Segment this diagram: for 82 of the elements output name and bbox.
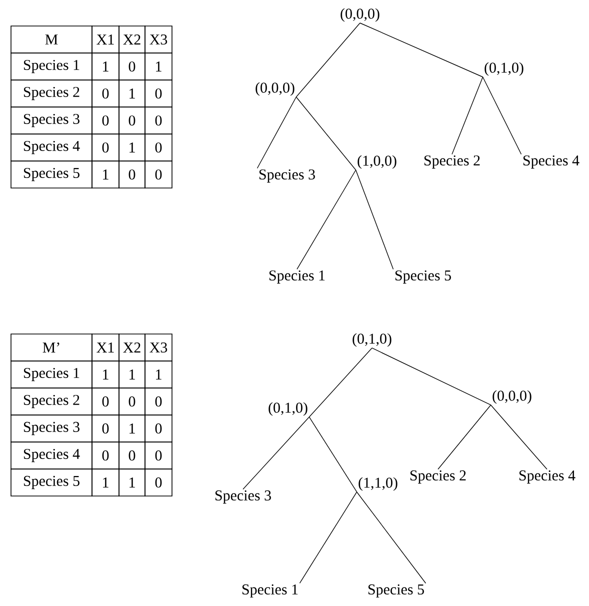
species-label: Species 4	[519, 470, 576, 484]
species-label: Species 2	[410, 470, 466, 484]
species-label: Species 5	[395, 270, 451, 284]
value-cell: 1	[118, 414, 146, 442]
value-cell: 0	[118, 52, 146, 80]
branch-line	[490, 404, 548, 470]
row-label: Species 1	[10, 52, 92, 80]
state-label: (0,1,0)	[484, 62, 524, 76]
branch-line	[372, 348, 492, 406]
species-label: Species 2	[424, 155, 480, 169]
branch-line	[438, 404, 492, 470]
branch-line	[296, 22, 360, 98]
value-cell: 0	[92, 80, 120, 108]
value-cell: 0	[144, 134, 172, 162]
value-cell: 1	[92, 52, 120, 80]
branch-line	[299, 492, 358, 584]
species-label: Species 1	[242, 584, 298, 598]
value-cell: 0	[118, 160, 146, 188]
state-label: (0,0,0)	[340, 8, 380, 22]
species-label: Species 4	[523, 155, 580, 169]
row-label: Species 3	[10, 414, 92, 442]
value-cell: 0	[92, 106, 120, 134]
branch-line	[256, 96, 297, 169]
value-cell: 0	[144, 160, 172, 188]
value-cell: 0	[92, 414, 120, 442]
branch-line	[296, 96, 356, 170]
species-label: Species 5	[368, 584, 424, 598]
value-cell: 1	[144, 360, 172, 388]
value-cell: 0	[144, 468, 172, 496]
branch-line	[360, 22, 484, 78]
value-cell: 1	[92, 160, 120, 188]
branch-line	[242, 416, 310, 490]
value-cell: 0	[144, 388, 172, 416]
row-label: Species 5	[10, 468, 92, 496]
value-cell: 0	[92, 134, 120, 162]
value-cell: 0	[144, 442, 172, 470]
branch-line	[356, 492, 426, 584]
value-cell: 0	[144, 106, 172, 134]
state-label: (0,1,0)	[352, 333, 392, 347]
value-cell: 1	[118, 80, 146, 108]
state-label: (0,0,0)	[256, 82, 294, 96]
branch-line	[452, 76, 484, 155]
header-cell: X3	[144, 26, 172, 54]
row-label: Species 5	[10, 160, 92, 188]
header-cell: M’	[10, 334, 92, 362]
row-label: Species 4	[10, 134, 92, 162]
branch-line	[482, 76, 522, 155]
branch-line	[296, 170, 356, 270]
value-cell: 1	[92, 468, 120, 496]
state-label: (0,1,0)	[268, 402, 308, 416]
branch-line	[355, 170, 394, 270]
value-cell: 1	[118, 360, 146, 388]
value-cell: 1	[118, 468, 146, 496]
value-cell: 0	[144, 80, 172, 108]
species-label: Species 1	[269, 270, 325, 284]
value-cell: 1	[118, 134, 146, 162]
value-cell: 0	[118, 106, 146, 134]
state-label: (0,0,0)	[492, 390, 532, 404]
species-label: Species 3	[259, 169, 315, 183]
value-cell: 1	[92, 360, 120, 388]
value-cell: 1	[144, 52, 172, 80]
value-cell: 0	[118, 442, 146, 470]
value-cell: 0	[118, 388, 146, 416]
header-cell: M	[10, 26, 92, 54]
state-label: (1,1,0)	[358, 477, 398, 491]
header-cell: X3	[144, 334, 172, 362]
row-label: Species 4	[10, 442, 92, 470]
row-label: Species 2	[10, 388, 92, 416]
species-label: Species 3	[215, 490, 271, 504]
header-cell: X2	[118, 26, 146, 54]
value-cell: 0	[92, 442, 120, 470]
row-label: Species 2	[10, 80, 92, 108]
branch-line	[308, 416, 358, 492]
header-cell: X1	[92, 334, 120, 362]
state-label: (1,0,0)	[358, 155, 396, 169]
value-cell: 0	[92, 388, 120, 416]
row-label: Species 3	[10, 106, 92, 134]
value-cell: 0	[144, 414, 172, 442]
branch-line	[308, 348, 372, 418]
header-cell: X2	[118, 334, 146, 362]
row-label: Species 1	[10, 360, 92, 388]
header-cell: X1	[92, 26, 120, 54]
